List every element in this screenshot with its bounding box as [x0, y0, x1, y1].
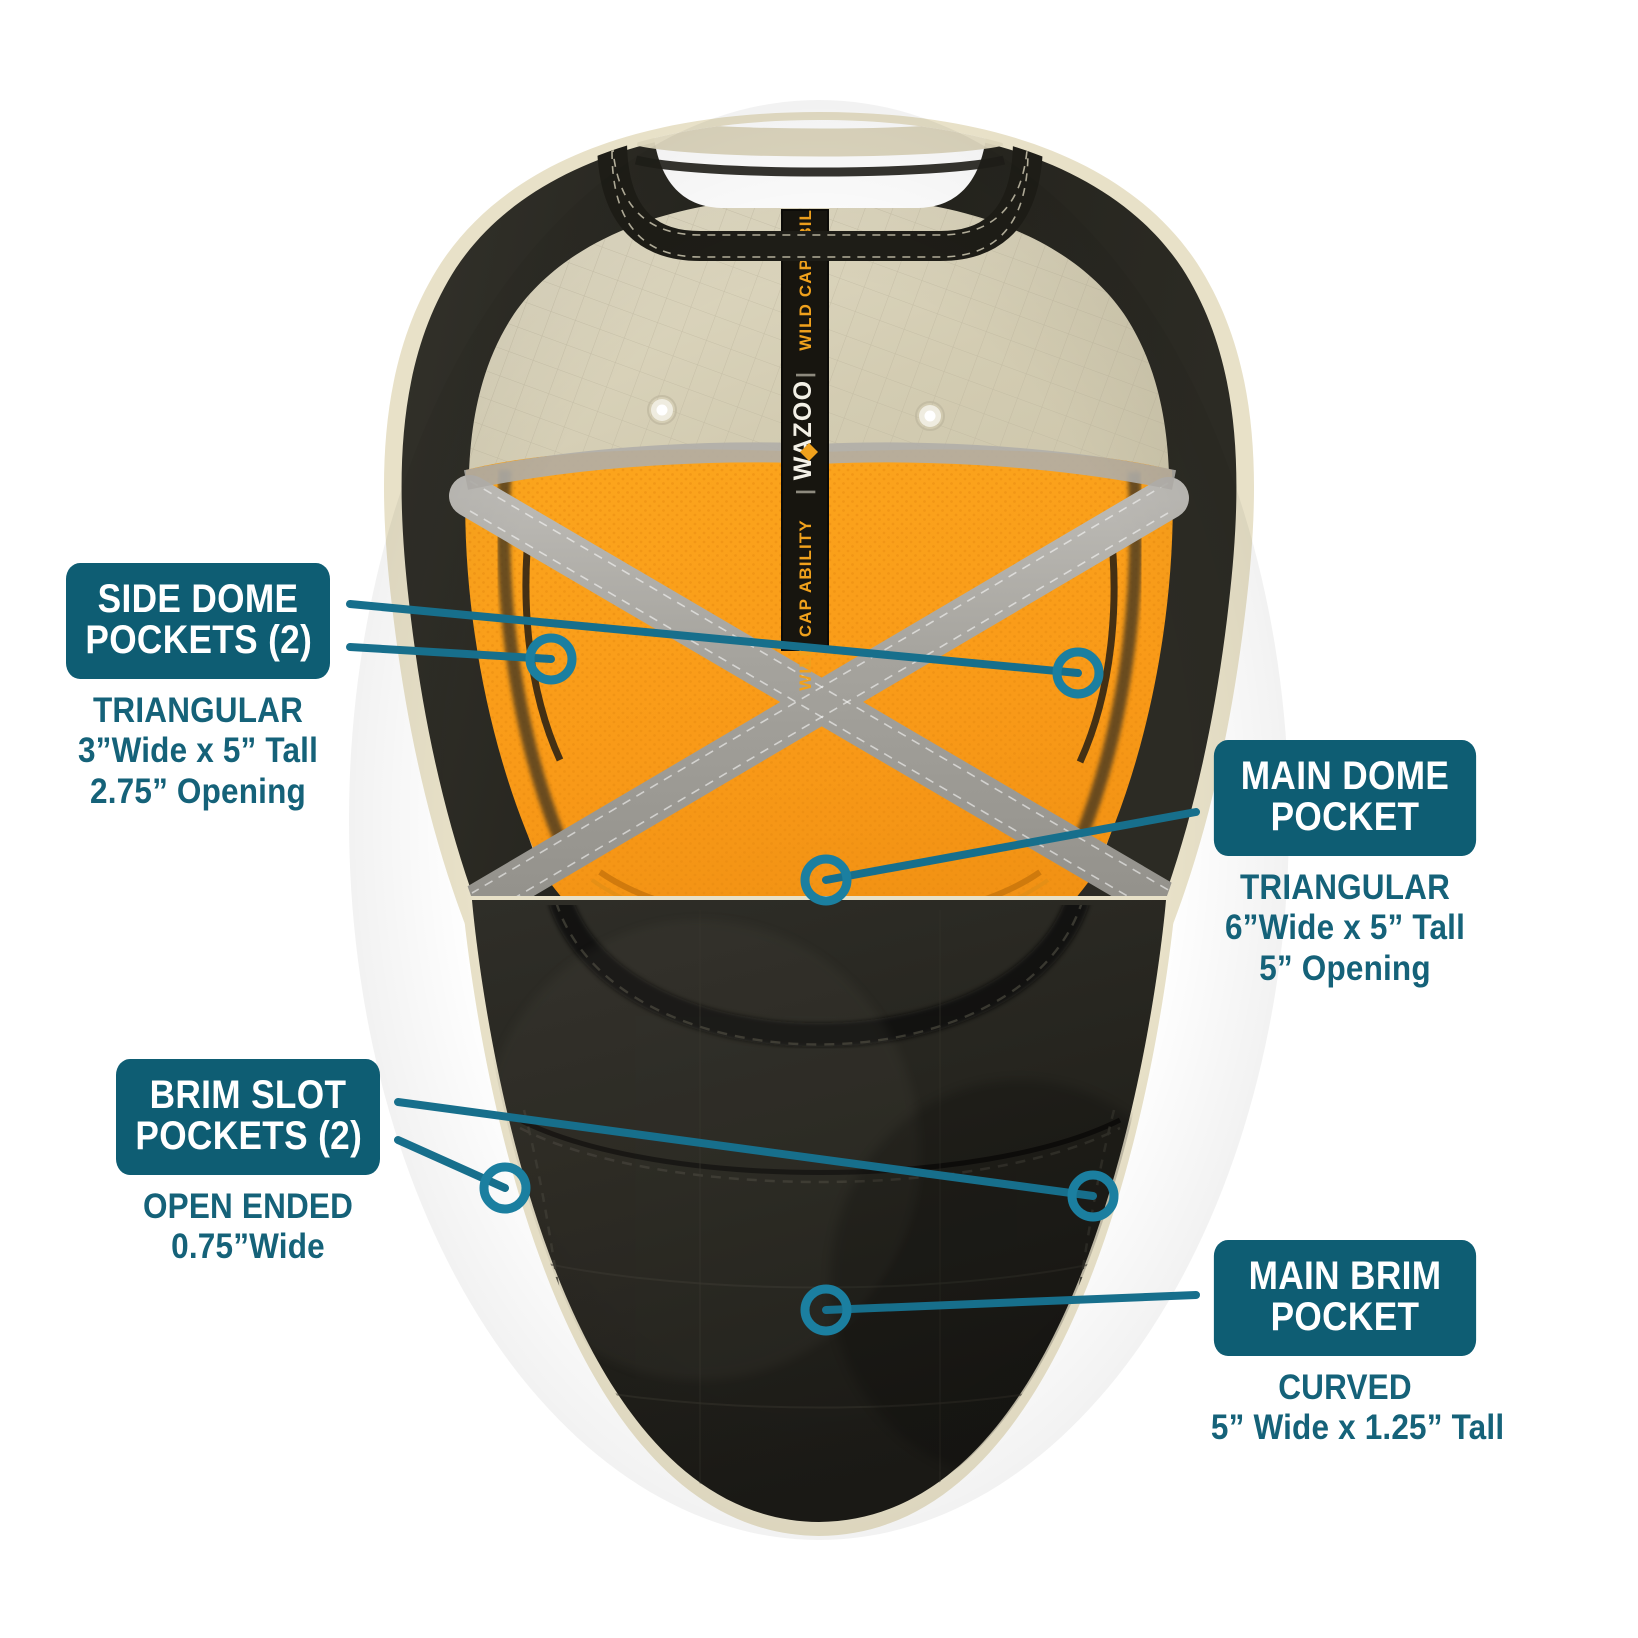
callout-details: TRIANGULAR 3”Wide x 5” Tall 2.75” Openin… [63, 691, 333, 813]
callout-title-line-2: POCKETS (2) [85, 617, 313, 662]
callout-title-line-2: POCKET [1270, 794, 1420, 839]
callout-detail-line-3: 5” Opening [1259, 948, 1431, 988]
callout-detail-line-2: 3”Wide x 5” Tall [77, 731, 319, 771]
callout-title-box: SIDE DOME POCKETS (2) [66, 563, 330, 679]
callout-details: TRIANGULAR 6”Wide x 5” Tall 5” Opening [1211, 868, 1479, 990]
callout-detail-line-1: OPEN ENDED [142, 1186, 354, 1226]
callout-title-line-1: MAIN DOME [1240, 754, 1450, 798]
callout-detail-line-3: 2.75” Opening [90, 771, 306, 811]
callout-main-brim-pocket[interactable]: MAIN BRIM POCKET CURVED 5” Wide x 1.25” … [1196, 1240, 1505, 1449]
callout-title-box: MAIN DOME POCKET [1213, 740, 1477, 856]
callout-brim-slot-pockets[interactable]: BRIM SLOT POCKETS (2) OPEN ENDED 0.75”Wi… [98, 1059, 398, 1268]
callout-title-box: MAIN BRIM POCKET [1213, 1240, 1477, 1356]
callout-details: CURVED 5” Wide x 1.25” Tall [1210, 1367, 1505, 1449]
callout-detail-line-2: 0.75”Wide [171, 1227, 325, 1267]
callout-main-dome-pocket[interactable]: MAIN DOME POCKET TRIANGULAR 6”Wide x 5” … [1196, 740, 1494, 989]
callout-title-box: BRIM SLOT POCKETS (2) [116, 1059, 380, 1175]
callout-title-line-1: SIDE DOME [97, 577, 299, 621]
callout-detail-line-1: TRIANGULAR [1239, 867, 1451, 907]
callout-detail-line-2: 5” Wide x 1.25” Tall [1210, 1408, 1505, 1448]
callout-detail-line-1: CURVED [1278, 1367, 1412, 1407]
callout-title-line-1: MAIN BRIM [1248, 1254, 1442, 1298]
callout-detail-line-1: TRIANGULAR [92, 690, 304, 730]
callout-side-dome-pockets[interactable]: SIDE DOME POCKETS (2) TRIANGULAR 3”Wide … [48, 563, 348, 812]
callout-title-line-1: BRIM SLOT [149, 1073, 347, 1117]
callout-title-line-2: POCKETS (2) [135, 1113, 363, 1158]
callout-details: OPEN ENDED 0.75”Wide [113, 1187, 383, 1268]
callout-title-line-2: POCKET [1270, 1294, 1420, 1339]
callout-detail-line-2: 6”Wide x 5” Tall [1224, 908, 1466, 948]
